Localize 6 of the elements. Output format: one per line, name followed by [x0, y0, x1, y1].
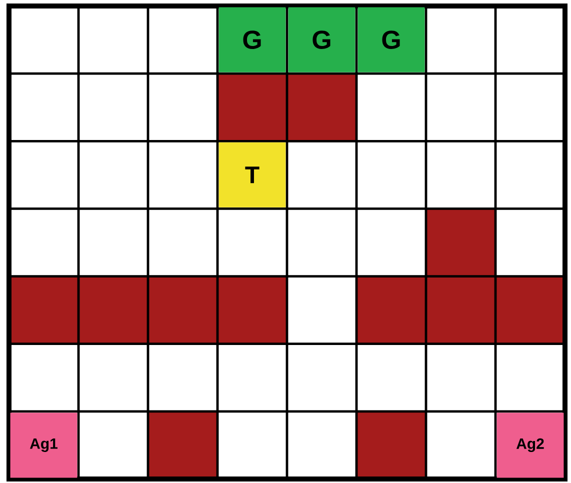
grid-cell: G — [288, 7, 356, 72]
grid-cell: Ag1 — [10, 412, 78, 478]
grid-cell: T — [218, 142, 286, 208]
grid-cell: Ag2 — [496, 412, 564, 478]
grid-cell: G — [358, 7, 425, 72]
grid-cell: G — [218, 7, 286, 72]
